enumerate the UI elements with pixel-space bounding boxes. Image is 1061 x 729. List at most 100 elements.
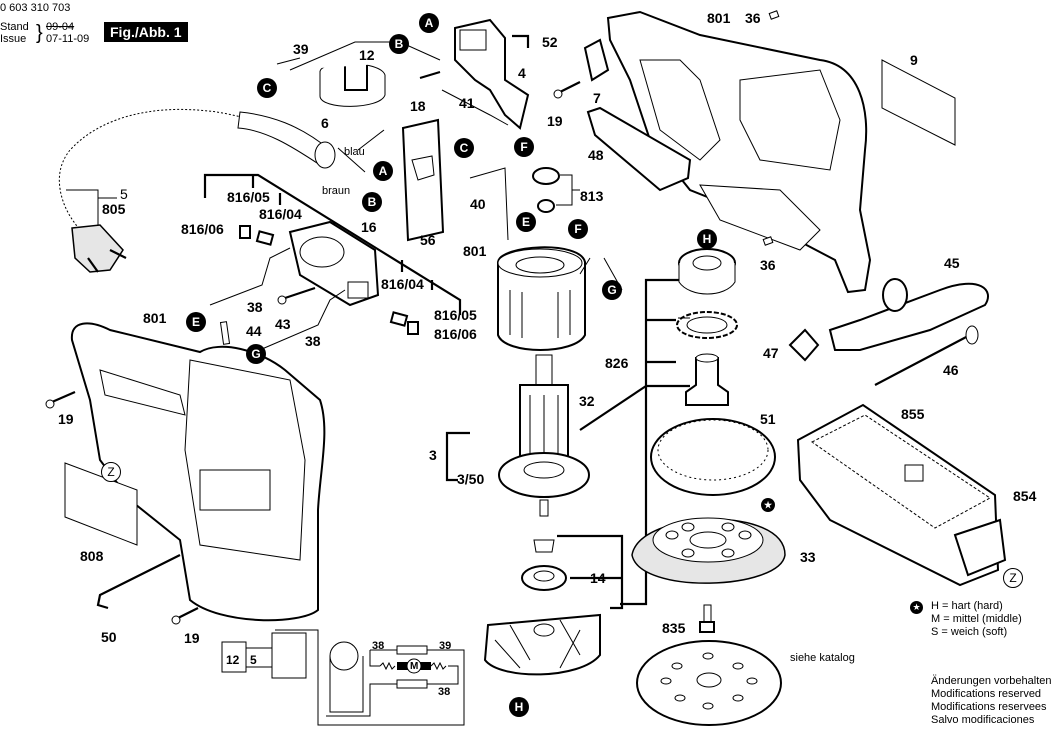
connector-badge-f: F xyxy=(568,219,588,239)
part-label-816-06-right: 816/06 xyxy=(434,326,477,342)
on-off-switch xyxy=(454,18,530,130)
part-label-816-05: 816/05 xyxy=(227,189,270,205)
connector-badge-f: F xyxy=(514,137,534,157)
legend-row-middle: M = mittel (middle) xyxy=(931,613,1022,625)
connector-badge-g: G xyxy=(602,280,622,300)
disclaimer-fr: Modifications reservees xyxy=(931,701,1047,713)
connector-badge-c: C xyxy=(454,138,474,158)
part-label-41: 41 xyxy=(459,95,475,111)
disclaimer-en: Modifications reserved xyxy=(931,688,1042,700)
legend-row-hard: H = hart (hard) xyxy=(931,600,1003,612)
part-label-5: 5 xyxy=(120,186,128,202)
part-label-45: 45 xyxy=(944,255,960,271)
part-label-808: 808 xyxy=(80,548,104,564)
motor-housing xyxy=(606,10,872,294)
part-label-4: 4 xyxy=(518,65,526,81)
connector-badge-g: G xyxy=(246,344,266,364)
sanding-sheet xyxy=(636,640,782,726)
part-label-36-right: 36 xyxy=(760,257,776,273)
see-catalog-note: siehe katalog xyxy=(790,652,855,664)
sanding-pad xyxy=(631,517,786,584)
modifications-disclaimer: Änderungen vorbehalten Modifications res… xyxy=(931,675,1051,727)
part-label-46: 46 xyxy=(943,362,959,378)
part-label-40: 40 xyxy=(470,196,486,212)
label-56 xyxy=(401,118,445,242)
part-label-56: 56 xyxy=(420,232,436,248)
part-label-43: 43 xyxy=(275,316,291,332)
part-label-3-50: 3/50 xyxy=(457,471,485,487)
motor-symbol: M xyxy=(410,661,419,672)
schematic-label-39: 39 xyxy=(439,640,452,652)
sander-shell xyxy=(70,322,326,622)
part-label-19-left: 19 xyxy=(58,411,74,427)
issue-date: 07-11-09 xyxy=(46,33,90,45)
part-label-16: 16 xyxy=(361,219,377,235)
part-label-51: 51 xyxy=(760,411,776,427)
part-label-44: 44 xyxy=(246,323,262,339)
fan xyxy=(483,613,601,676)
part-label-32: 32 xyxy=(579,393,595,409)
part-label-816-05-right: 816/05 xyxy=(434,307,477,323)
part-label-805: 805 xyxy=(102,201,126,217)
power-cord xyxy=(57,107,336,237)
drawing-number: 0 603 310 703 xyxy=(0,2,71,14)
part-label-816-04: 816/04 xyxy=(259,206,302,222)
part-label-3: 3 xyxy=(429,447,437,463)
part-label-38: 38 xyxy=(247,299,263,315)
part-label-39: 39 xyxy=(293,41,309,57)
armature xyxy=(498,354,590,517)
connector-badge-e: E xyxy=(186,312,206,332)
schematic-label-switch: 12 xyxy=(226,653,240,667)
stand-date: 09-04 xyxy=(46,21,75,33)
connector-badge-a: A xyxy=(373,161,393,181)
wire-label-braun: braun xyxy=(322,185,351,197)
star-marker: ★ xyxy=(761,498,775,512)
disclaimer-de: Änderungen vorbehalten xyxy=(931,675,1052,687)
wiring-schematic xyxy=(221,629,465,726)
wire-label-blau: blau xyxy=(344,146,365,158)
part-label-816-06: 816/06 xyxy=(181,221,224,237)
dust-box xyxy=(796,403,1007,587)
connector-badge-b: B xyxy=(389,34,409,54)
switch-assembly xyxy=(288,220,380,307)
legend-row-soft: S = weich (soft) xyxy=(931,626,1008,638)
part-label-9: 9 xyxy=(910,52,918,68)
part-label-855: 855 xyxy=(901,406,925,422)
part-label-816-04-right: 816/04 xyxy=(381,276,424,292)
part-label-12: 12 xyxy=(359,47,375,63)
schematic-label-38-b: 38 xyxy=(438,686,451,698)
plug xyxy=(71,224,127,273)
disclaimer-es: Salvo modificaciones xyxy=(931,714,1035,726)
stand-label: Stand xyxy=(0,21,29,33)
connector-badge-c: C xyxy=(257,78,277,98)
part-label-801: 801 xyxy=(707,10,731,26)
part-label-854: 854 xyxy=(1013,488,1037,504)
figure-label: Fig./Abb. 1 xyxy=(104,22,188,42)
part-label-48: 48 xyxy=(588,147,604,163)
connector-badge-z: Z xyxy=(101,462,121,482)
connector-badge-a: A xyxy=(419,13,439,33)
part-label-7: 7 xyxy=(593,90,601,106)
part-label-813: 813 xyxy=(580,188,604,204)
part-label-47: 47 xyxy=(763,345,779,361)
connector-badge-e: E xyxy=(516,212,536,232)
part-label-835: 835 xyxy=(662,620,686,636)
side-handle xyxy=(828,278,989,351)
part-label-18: 18 xyxy=(410,98,426,114)
part-label-38-b: 38 xyxy=(305,333,321,349)
schematic-label-cable: 5 xyxy=(250,653,257,667)
part-label-19-bottom: 19 xyxy=(184,630,200,646)
field-coil xyxy=(497,246,586,351)
issue-label: Issue xyxy=(0,33,27,45)
part-label-36: 36 xyxy=(745,10,761,26)
brace-glyph: } xyxy=(36,22,43,44)
part-label-50: 50 xyxy=(101,629,117,645)
part-label-19: 19 xyxy=(547,113,563,129)
part-label-52: 52 xyxy=(542,34,558,50)
part-label-801-shell: 801 xyxy=(143,310,167,326)
connector-badge-h: H xyxy=(509,697,529,717)
part-label-826: 826 xyxy=(605,355,629,371)
part-label-33: 33 xyxy=(800,549,816,565)
